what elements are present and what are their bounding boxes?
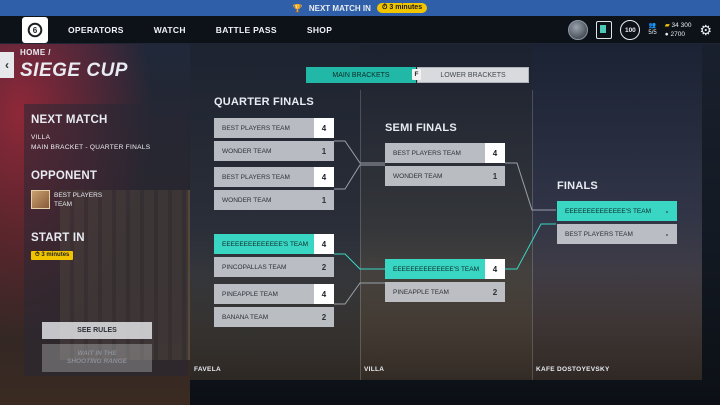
team-name: BEST PLAYERS TEAM [222, 124, 290, 132]
map-art-favela [190, 40, 360, 380]
currency-display[interactable]: ▰ 34 300 ● 2700 [665, 21, 692, 39]
team-score: 4 [485, 259, 505, 279]
party-icon: 👥 [648, 23, 657, 29]
next-match-timer: ⏱3 minutes [376, 3, 428, 13]
battle-pass-badge-icon[interactable] [596, 21, 613, 39]
next-match-banner: 🏆 NEXT MATCH IN ⏱3 minutes [0, 0, 720, 16]
team-score: - [665, 206, 669, 216]
team-score: 1 [492, 171, 498, 181]
bracket-team-row[interactable]: WONDER TEAM 1 [214, 190, 334, 210]
team-score: 1 [321, 146, 327, 156]
see-rules-button[interactable]: SEE RULES [42, 322, 152, 339]
bracket-team-row[interactable]: WONDER TEAM 1 [214, 141, 334, 161]
bracket-team-row[interactable]: BEST PLAYERS TEAM 4 [214, 118, 334, 138]
bracket-team-row[interactable]: BEST PLAYERS TEAM 4 [385, 143, 505, 163]
team-score: - [665, 229, 669, 239]
next-match-map: VILLA [31, 134, 51, 141]
svg-text:6: 6 [33, 26, 38, 35]
finals-title: FINALS [557, 180, 598, 192]
team-name: WONDER TEAM [222, 196, 272, 204]
team-name: EEEEEEEEEEEEEE'S TEAM [565, 207, 652, 215]
team-score: 4 [314, 118, 334, 138]
trophy-icon: 🏆 [292, 3, 303, 13]
bracket-team-row[interactable]: PINCOPALLAS TEAM 2 [214, 257, 334, 277]
nav-operators[interactable]: OPERATORS [68, 24, 124, 35]
quarter-finals-title: QUARTER FINALS [214, 96, 314, 108]
back-button[interactable]: ‹ [0, 52, 14, 78]
map-art-villa [360, 40, 532, 380]
team-name: EEEEEEEEEEEEEE'S TEAM [393, 265, 480, 273]
next-match-heading: NEXT MATCH [31, 114, 108, 126]
tab-lower-brackets[interactable]: LOWER BRACKETS [417, 67, 529, 83]
team-score: 4 [314, 234, 334, 254]
bracket-team-row[interactable]: BANANA TEAM 2 [214, 307, 334, 327]
bracket-team-row-highlighted[interactable]: EEEEEEEEEEEEEE'S TEAM - [557, 201, 677, 221]
team-name: BEST PLAYERS TEAM [222, 173, 290, 181]
team-name: BEST PLAYERS TEAM [393, 149, 461, 157]
start-in-heading: START IN [31, 232, 85, 244]
bracket-team-row-highlighted[interactable]: EEEEEEEEEEEEEE'S TEAM 4 [385, 259, 505, 279]
team-score: 2 [321, 262, 327, 272]
bracket-team-row[interactable]: BEST PLAYERS TEAM - [557, 224, 677, 244]
team-name: WONDER TEAM [393, 172, 443, 180]
breadcrumb[interactable]: HOME / [20, 48, 51, 57]
gear-icon[interactable]: ⚙ [699, 21, 712, 38]
team-name: PINCOPALLAS TEAM [222, 263, 287, 271]
team-name: PINEAPPLE TEAM [222, 290, 278, 298]
profile-avatar[interactable] [568, 20, 589, 40]
shooting-range-button[interactable]: WAIT IN THE SHOOTING RANGE [42, 344, 152, 372]
team-name: BANANA TEAM [222, 313, 269, 321]
team-score: 2 [492, 287, 498, 297]
nav-watch[interactable]: WATCH [153, 24, 186, 35]
clock-icon: ⏱ [35, 252, 40, 258]
next-match-stage: MAIN BRACKET - QUARTER FINALS [31, 144, 151, 151]
map-label-villa: VILLA [364, 366, 385, 373]
map-label-favela: FAVELA [194, 366, 221, 373]
top-nav: 6 OPERATORS WATCH BATTLE PASS SHOP 100 👥… [0, 16, 720, 44]
team-name: WONDER TEAM [222, 147, 272, 155]
start-timer: ⏱ 3 minutes [31, 251, 74, 260]
bracket-team-row[interactable]: PINEAPPLE TEAM 4 [214, 284, 334, 304]
renown-amount: 34 300 [671, 22, 692, 29]
nav-battle-pass[interactable]: BATTLE PASS [215, 24, 277, 35]
next-match-banner-text: NEXT MATCH IN [308, 3, 371, 13]
player-level-badge[interactable]: 100 [620, 20, 641, 40]
semi-finals-title: SEMI FINALS [385, 122, 457, 134]
team-name: PINEAPPLE TEAM [393, 288, 449, 296]
team-score: 2 [321, 312, 327, 322]
tab-main-brackets[interactable]: MAIN BRACKETS [306, 67, 416, 83]
bracket-team-row[interactable]: PINEAPPLE TEAM 2 [385, 282, 505, 302]
credits-icon: ● [664, 31, 669, 38]
chevron-left-icon: ‹ [5, 58, 9, 72]
opponent-logo-icon [31, 190, 50, 209]
team-name: EEEEEEEEEEEEEE'S TEAM [222, 240, 309, 248]
party-count: 5/5 [648, 30, 657, 36]
team-score: 4 [485, 143, 505, 163]
renown-icon: ▰ [664, 22, 670, 29]
column-divider [532, 90, 533, 380]
credits-amount: 2700 [670, 31, 685, 38]
opponent-name: BEST PLAYERS TEAM [54, 192, 103, 208]
nav-shop[interactable]: SHOP [306, 24, 333, 35]
bracket-toggle: MAIN BRACKETS F LOWER BRACKETS [306, 67, 529, 83]
bracket-team-row-highlighted[interactable]: EEEEEEEEEEEEEE'S TEAM 4 [214, 234, 334, 254]
bracket-team-row[interactable]: WONDER TEAM 1 [385, 166, 505, 186]
r6-logo-icon[interactable]: 6 [22, 16, 48, 43]
bracket-team-row[interactable]: BEST PLAYERS TEAM 4 [214, 167, 334, 187]
party-indicator[interactable]: 👥 5/5 [648, 23, 656, 37]
team-score: 4 [314, 167, 334, 187]
page-title: SIEGE CUP [20, 60, 128, 81]
team-score: 4 [314, 284, 334, 304]
column-divider [360, 90, 361, 380]
opponent-heading: OPPONENT [31, 170, 98, 182]
team-name: BEST PLAYERS TEAM [565, 230, 633, 238]
map-label-kafe: KAFE DOSTOYEVSKY [536, 366, 610, 373]
team-score: 1 [321, 195, 327, 205]
key-hint: F [412, 69, 421, 80]
clock-icon: ⏱ [381, 4, 388, 11]
